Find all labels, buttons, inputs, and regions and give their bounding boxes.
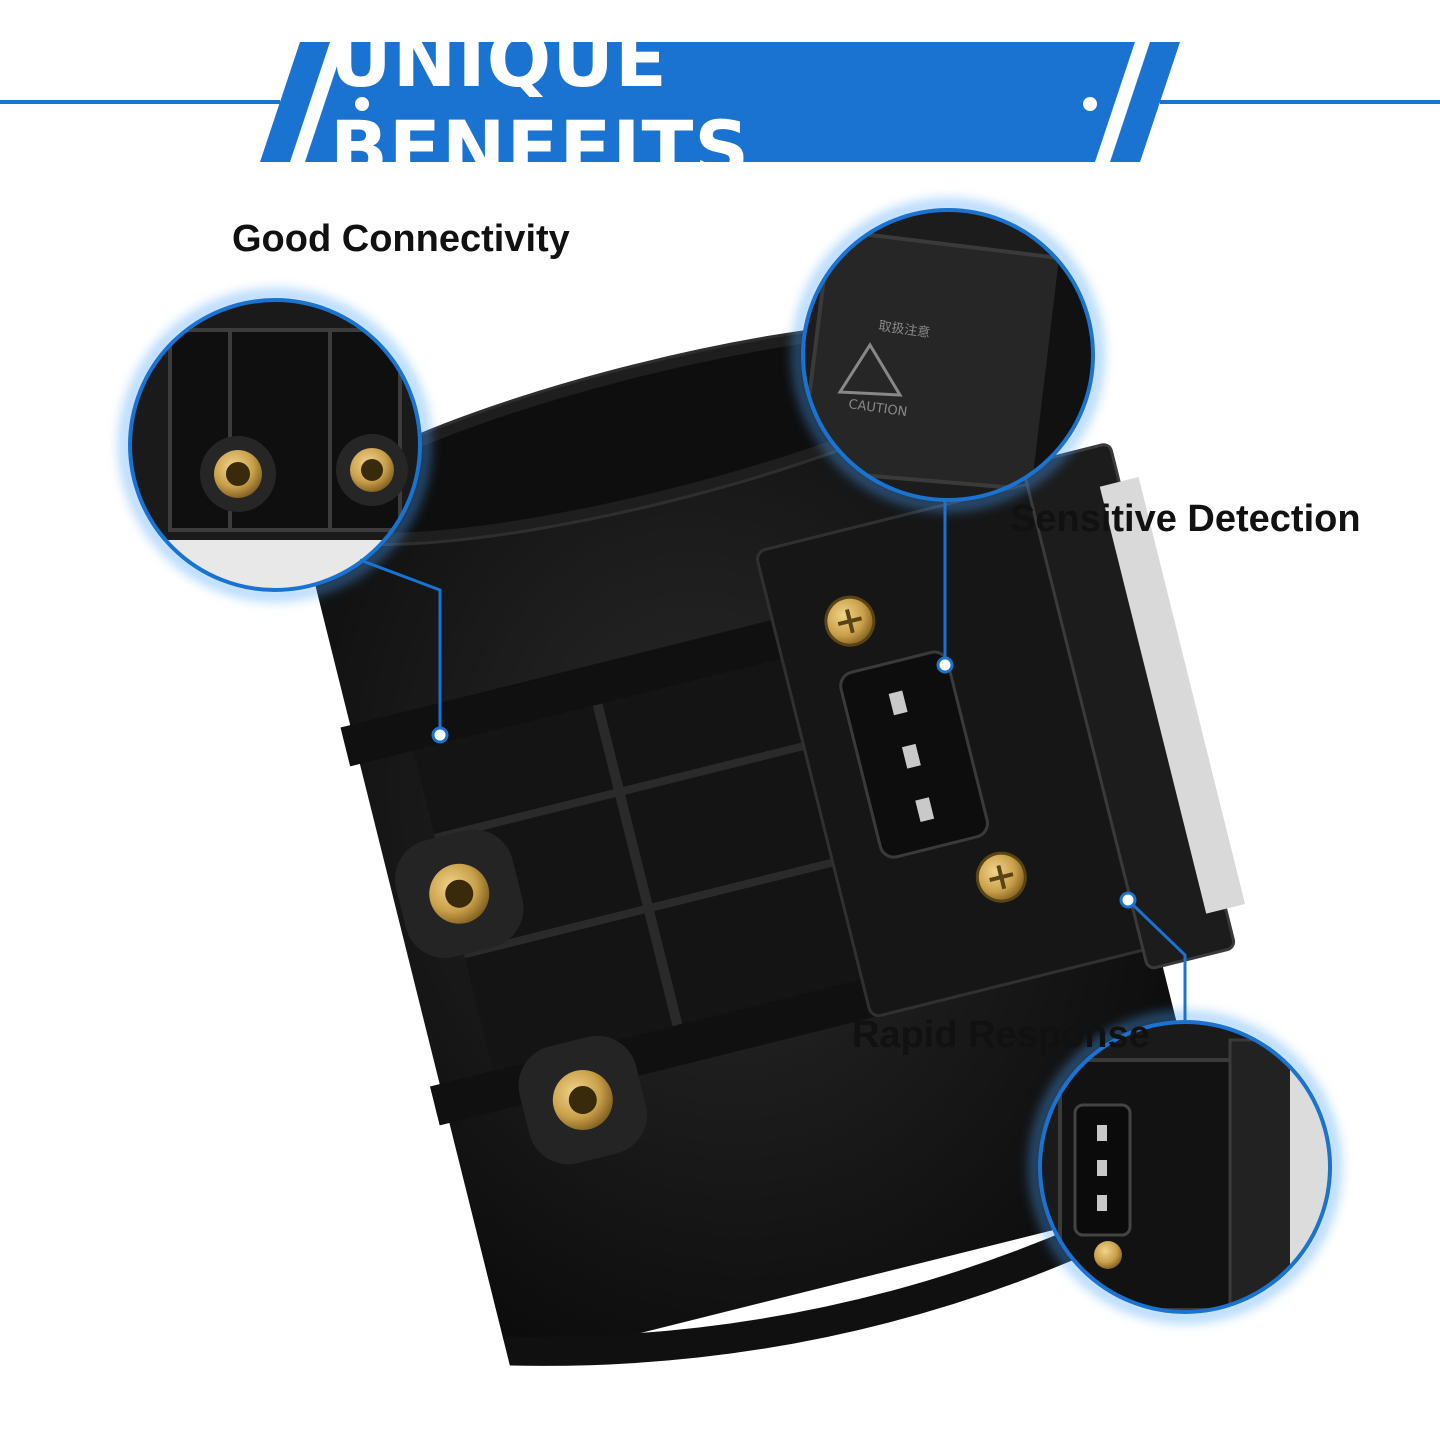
- feature-label-good-connectivity: Good Connectivity: [232, 218, 570, 260]
- banner-title: UNIQUE BENEFITS: [330, 15, 751, 193]
- callout-sensitive-detection: CAUTION 取扱注意: [793, 200, 1103, 674]
- product-bottom-rim: [502, 1159, 1219, 1366]
- banner-slash-left: [260, 42, 330, 162]
- callout-leader-good: [359, 558, 442, 732]
- banner: [0, 42, 1440, 162]
- caution-triangle-icon: [837, 342, 903, 397]
- caution-chinese-label: 取扱注意: [877, 318, 931, 341]
- callout-leader-rapid: [1128, 900, 1187, 1020]
- banner-slash-right: [1110, 42, 1180, 162]
- banner-box: [305, 42, 1135, 162]
- feature-label-rapid-response: Rapid Response: [852, 1014, 1150, 1056]
- banner-dot-right: [1083, 97, 1097, 111]
- feature-label-sensitive-detection: Sensitive Detection: [1010, 498, 1361, 540]
- banner-dot-left: [355, 97, 369, 111]
